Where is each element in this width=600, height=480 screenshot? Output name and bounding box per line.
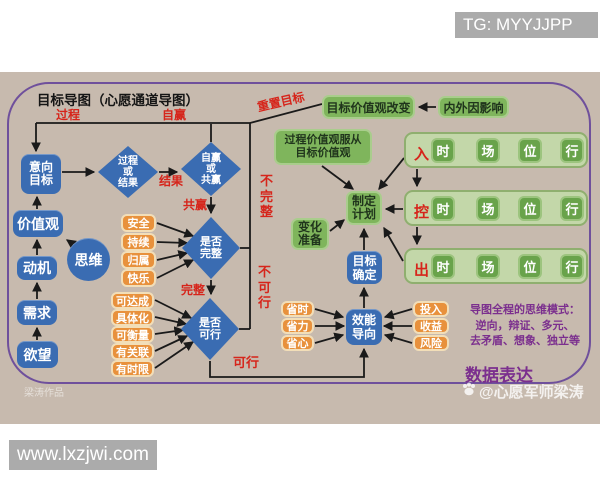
node-make-plan: 制定 计划 [346, 191, 382, 225]
row-in-label: 入 [414, 146, 430, 163]
row-in: 入 时 场 位 行 [404, 132, 588, 168]
url-watermark-badge: www.lxzjwi.com [9, 440, 157, 470]
input-risk: 风险 [413, 335, 449, 351]
row-out-step-time: 时 [431, 254, 455, 279]
paw-icon [463, 382, 475, 396]
criterion-safety: 安全 [121, 214, 156, 232]
criterion-measurable: 可衡量 [111, 326, 154, 343]
node-goal-confirm: 目标 确定 [347, 251, 382, 284]
criterion-time-bound: 有时限 [111, 360, 154, 377]
input-save-worry: 省心 [281, 335, 314, 351]
edge-label-win-win: 共赢 [183, 198, 208, 212]
row-in-step-action: 行 [560, 138, 584, 163]
node-efficiency-orientation: 效能 导向 [346, 309, 382, 345]
thought-mode-line3: 去矛盾、想象、独立等 [470, 335, 580, 347]
input-save-effort: 省力 [281, 318, 314, 334]
edge-label-process: 过程 [56, 108, 81, 122]
row-in-step-scene: 场 [476, 138, 500, 163]
row-out-step-position: 位 [518, 254, 542, 279]
edge-label-result: 结果 [159, 174, 184, 188]
criterion-achievable: 可达成 [111, 292, 154, 309]
criterion-belonging: 归属 [121, 251, 156, 269]
edge-label-complete: 完整 [181, 283, 206, 297]
edge-label-incomplete: 不完整 [259, 173, 273, 219]
node-values: 价值观 [13, 210, 63, 237]
row-control: 控 时 场 位 行 [404, 190, 588, 226]
row-in-step-position: 位 [518, 138, 542, 163]
thought-mode-line2: 逆向，辩证、多元、 [475, 319, 575, 332]
edge-label-self-win: 自赢 [162, 108, 187, 122]
diagram-border [7, 82, 591, 384]
node-goal-values-change: 目标价值观改变 [322, 95, 415, 119]
node-process-obeys-goal: 过程价值观服从 目标价值观 [274, 129, 372, 165]
node-change-preparation: 变化 准备 [291, 218, 329, 250]
input-save-time: 省时 [281, 301, 314, 317]
node-need: 需求 [17, 300, 57, 325]
row-control-step-scene: 场 [476, 196, 500, 221]
row-out-step-scene: 场 [476, 254, 500, 279]
row-control-label: 控 [414, 204, 430, 221]
row-in-step-time: 时 [431, 138, 455, 163]
criterion-sustain: 持续 [121, 233, 156, 251]
criterion-relevant: 有关联 [111, 343, 154, 360]
row-control-step-position: 位 [518, 196, 542, 221]
node-desire: 欲望 [17, 341, 58, 368]
thought-mode-note: 导图全程的思维模式： 逆向，辩证、多元、 去矛盾、想象、独立等 [462, 303, 588, 350]
edge-label-infeasible: 不可行 [257, 264, 271, 310]
row-out-step-action: 行 [560, 254, 584, 279]
author-handle-watermark: @心愿军师梁涛 [479, 384, 584, 401]
criterion-specific: 具体化 [111, 309, 154, 326]
data-expression-label: 数据表达 [465, 366, 533, 385]
node-intent-goal: 意向 目标 [21, 154, 61, 194]
tg-watermark-badge: TG: MYYJJPP [455, 12, 598, 38]
page-title: 目标导图（心愿通道导图） [37, 93, 199, 108]
author-small-watermark: 梁涛作品 [24, 388, 64, 399]
edge-label-feasible: 可行 [233, 355, 260, 370]
row-out: 出 时 场 位 行 [404, 248, 588, 284]
row-control-step-time: 时 [431, 196, 455, 221]
node-motive: 动机 [17, 256, 57, 280]
node-internal-external-factors: 内外因影响 [438, 96, 509, 118]
input-return: 收益 [413, 318, 449, 334]
criterion-happiness: 快乐 [121, 269, 156, 287]
input-investment: 投入 [413, 301, 449, 317]
row-out-label: 出 [414, 262, 430, 279]
row-control-step-action: 行 [560, 196, 584, 221]
thought-mode-line1: 导图全程的思维模式： [470, 304, 580, 316]
node-mind: 思维 [67, 238, 110, 281]
